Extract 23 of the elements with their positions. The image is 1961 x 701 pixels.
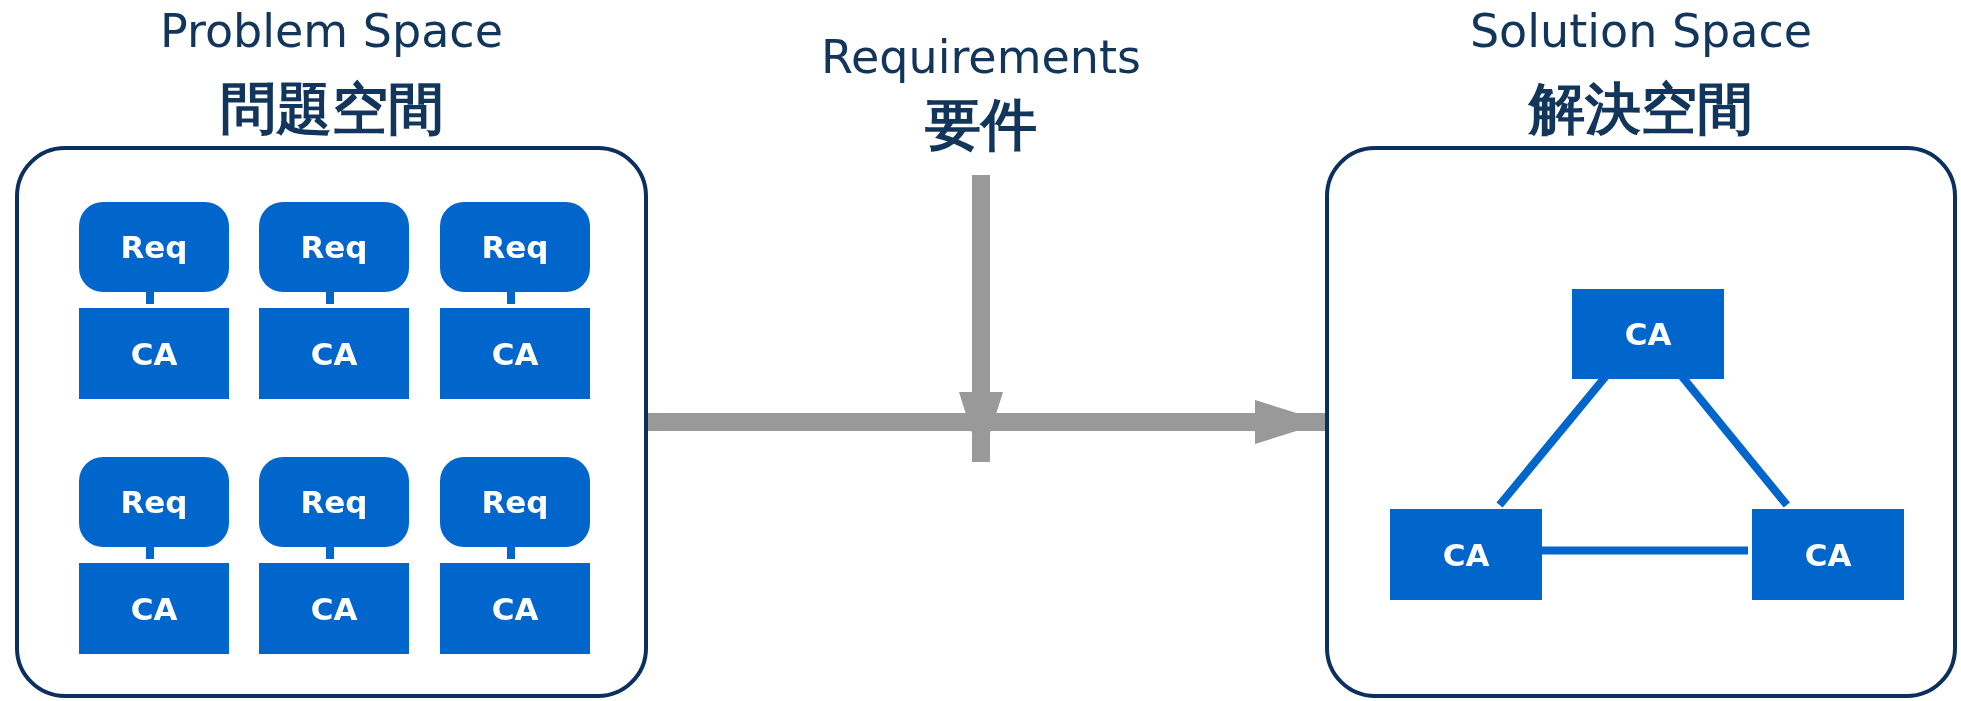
component-box: CA — [259, 308, 409, 399]
requirement-box: Req — [259, 202, 409, 292]
requirement-box: Req — [259, 457, 409, 547]
arrow — [959, 175, 1003, 462]
component-box: CA — [1390, 509, 1542, 600]
subheading: 解決空間 — [1527, 75, 1754, 143]
heading: Requirements — [820, 30, 1142, 84]
subheading: 問題空間 — [218, 75, 445, 143]
component-box: CA — [1752, 509, 1904, 600]
component-box: CA — [1572, 289, 1724, 379]
heading: Solution Space — [1468, 4, 1814, 58]
requirement-box: Req — [440, 457, 590, 547]
component-box: CA — [79, 308, 229, 399]
requirement-box: Req — [440, 202, 590, 292]
subheading: 要件 — [924, 91, 1038, 159]
requirement-box: Req — [79, 202, 229, 292]
requirement-box: Req — [79, 457, 229, 547]
arrow — [648, 400, 1325, 444]
component-box: CA — [440, 308, 590, 399]
component-box: CA — [259, 563, 409, 654]
component-box: CA — [79, 563, 229, 654]
component-box: CA — [440, 563, 590, 654]
heading: Problem Space — [159, 4, 504, 58]
